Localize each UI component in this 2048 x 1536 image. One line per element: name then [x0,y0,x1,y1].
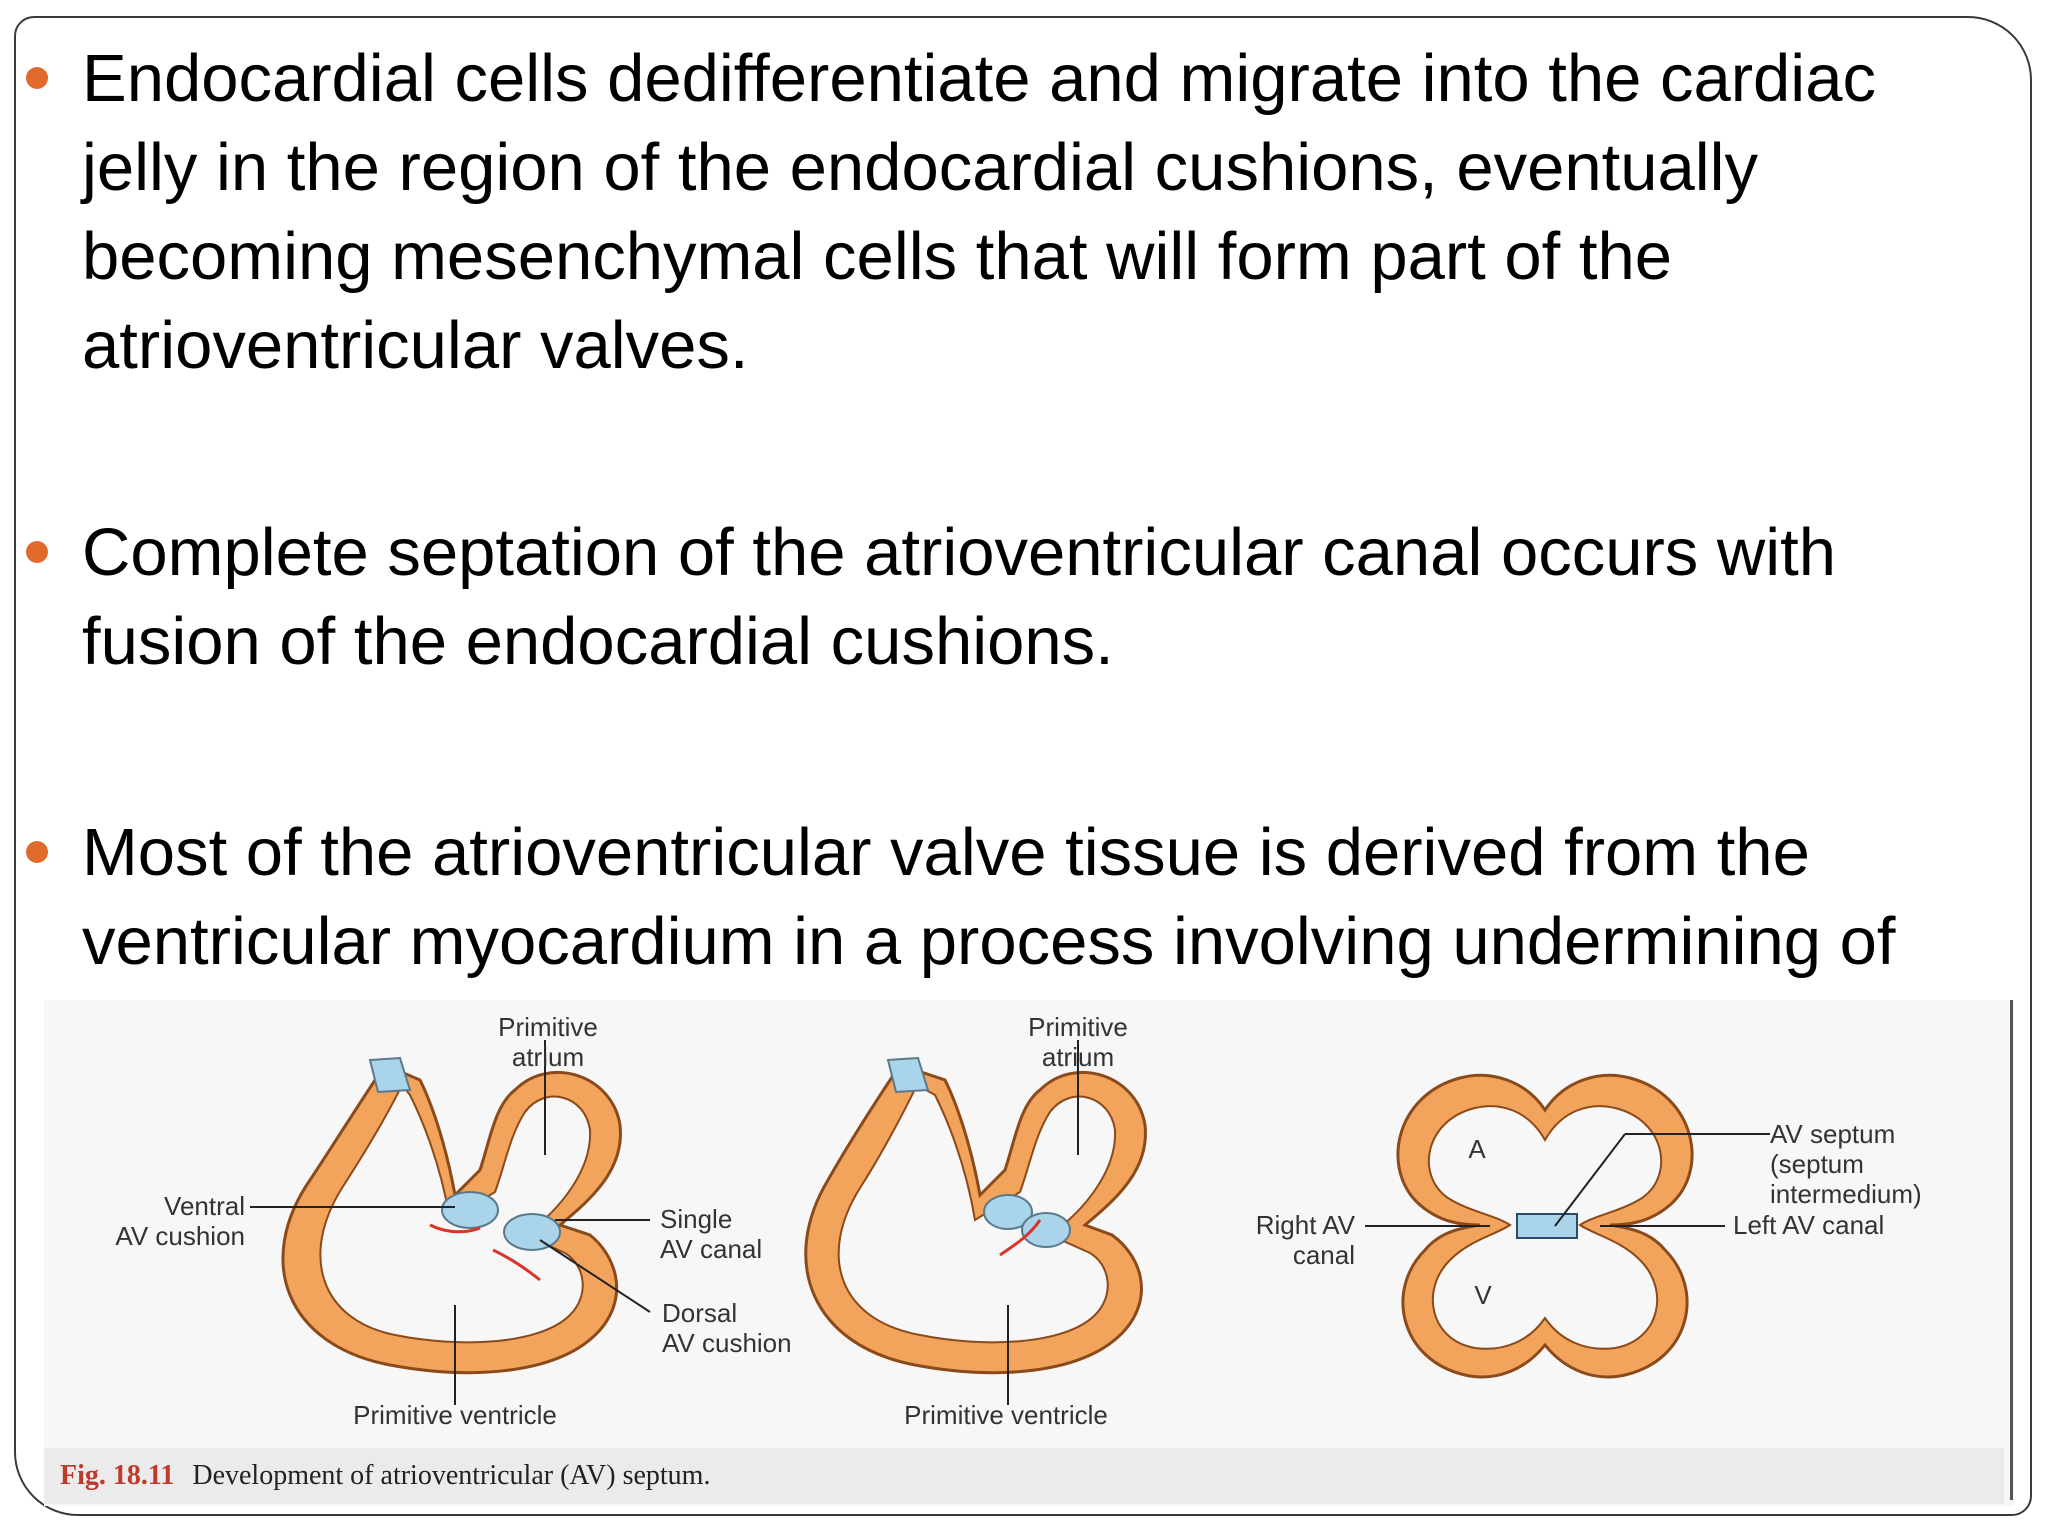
figure-number: Fig. 18.11 [60,1460,175,1491]
bullet-3-text: Most of the atrioventricular valve tissu… [82,815,1896,1000]
ventral-cushion-shape [441,1191,499,1229]
heart-lumen-2 [837,1083,1117,1344]
label-ventral-cushion-b: AV cushion [115,1221,245,1251]
bullet-dot-icon [26,67,48,89]
leader-av-septum-a [1554,1133,1626,1227]
label-ventral-cushion: Ventral [164,1191,245,1221]
heart-diagram-3: A V Right AV canal AV septum (septum int… [1256,1073,1922,1379]
label-right-av-canal: Right AV [1256,1210,1356,1240]
label-primitive-atrium-2: Primitive [1028,1012,1128,1042]
flow-arrow-1a [429,1223,481,1234]
label-primitive-ventricle-2: Primitive ventricle [904,1400,1108,1430]
dorsal-cushion-shape-2 [1021,1212,1071,1248]
label-primitive-atrium-1b: atrium [512,1042,584,1072]
label-av-septum-b: (septum [1770,1149,1864,1179]
label-left-av-canal: Left AV canal [1733,1210,1884,1240]
label-dorsal-cushion: Dorsal [662,1298,737,1328]
bullet-2-text: Complete septation of the atrioventricul… [82,515,1837,679]
label-single-canal: Single [660,1204,732,1234]
bullet-1-text: Endocardial cells dedifferentiate and mi… [82,41,1876,383]
label-av-septum-c: intermedium) [1770,1179,1922,1209]
leader-dorsal-cushion [539,1239,651,1313]
label-av-septum: AV septum [1770,1119,1895,1149]
heart-diagram-1: Primitive atrium Ventral AV cushion Sing… [115,1012,791,1430]
bullet-list: Endocardial cells dedifferentiate and mi… [26,34,1982,1000]
caption-band [44,1448,2004,1504]
heart-lumen-1 [319,1083,592,1344]
label-primitive-ventricle-1: Primitive ventricle [353,1400,557,1430]
label-single-canal-b: AV canal [660,1234,762,1264]
label-dorsal-cushion-b: AV cushion [662,1328,792,1358]
heart-diagram-2: Primitive atrium Primitive ventricle [804,1012,1147,1430]
label-primitive-atrium-2b: atrium [1042,1042,1114,1072]
bullet-dot-icon [26,541,48,563]
atrium-cushion-2 [886,1056,930,1094]
slide-frame [14,16,2032,1516]
label-ventricle-letter: V [1474,1280,1492,1310]
flow-arrow-1b [492,1248,541,1282]
figure-edge [2010,1000,2013,1500]
bullet-3: Most of the atrioventricular valve tissu… [26,808,1982,1000]
bullet-dot-icon [26,841,48,863]
figure-caption: Fig. 18.11 Development of atrioventricula… [60,1460,710,1492]
dorsal-cushion-shape [503,1213,561,1251]
figure-caption-text: Development of atrioventricular (AV) sep… [192,1460,711,1491]
label-atrium-letter: A [1468,1134,1486,1164]
bullet-2: Complete septation of the atrioventricul… [26,508,1982,686]
flow-arrow-2 [999,1219,1042,1257]
atrium-cushion-1 [368,1056,412,1094]
label-right-av-canal-b: canal [1293,1240,1355,1270]
av-septum-shape [1516,1213,1578,1239]
ventral-cushion-shape-2 [983,1194,1033,1230]
bullet-1: Endocardial cells dedifferentiate and mi… [26,34,1982,390]
label-primitive-atrium-1: Primitive [498,1012,598,1042]
